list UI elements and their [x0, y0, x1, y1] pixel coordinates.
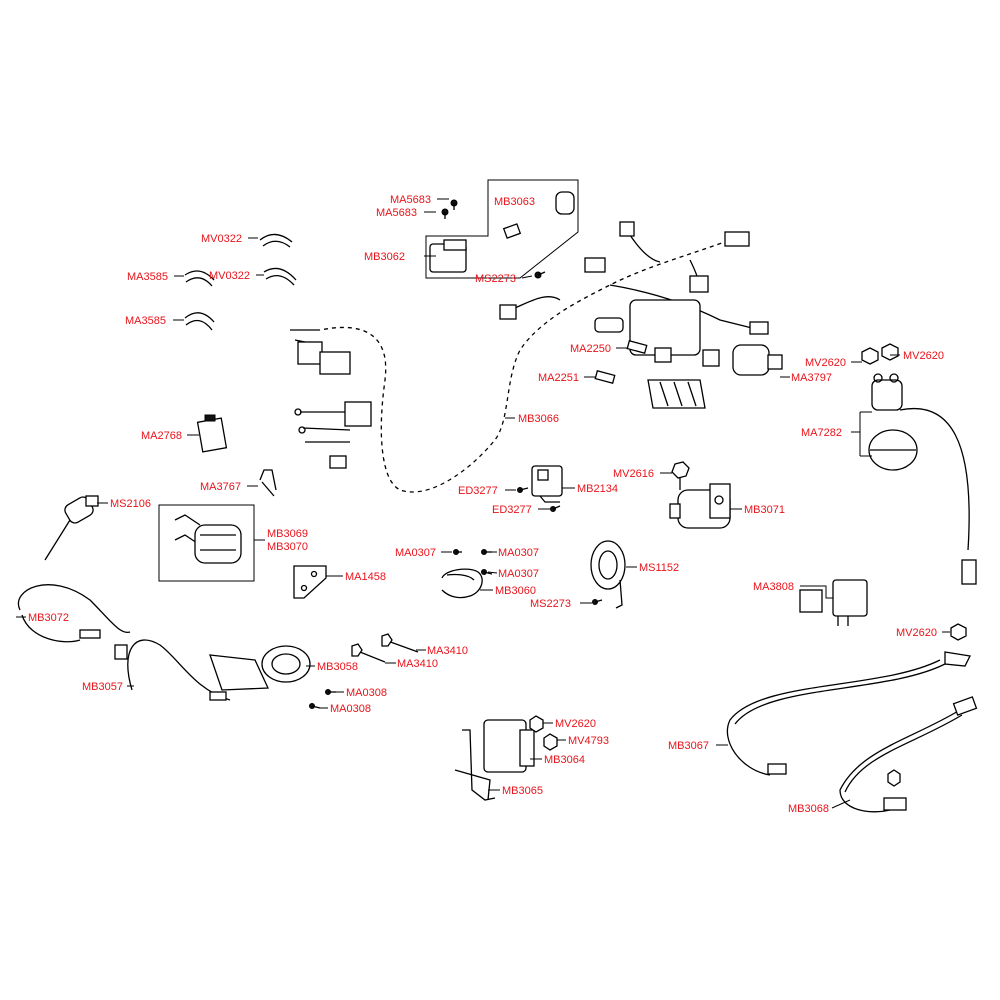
bracket-ma1458-drawing: [293, 565, 327, 599]
label-ma5683-b[interactable]: MA5683: [376, 207, 417, 219]
relay-ma3808-drawing: [799, 579, 868, 626]
bulbs-drawing: [594, 340, 783, 409]
resistor-ma2768-drawing: [196, 414, 228, 453]
label-mv0322-a[interactable]: MV0322: [201, 233, 242, 245]
label-mb3060[interactable]: MB3060: [495, 585, 536, 597]
label-mb3057[interactable]: MB3057: [82, 681, 123, 693]
label-mv2620-c[interactable]: MV2620: [896, 627, 937, 639]
label-ma3808[interactable]: MA3808: [753, 581, 794, 593]
relay-mb3071-drawing: [669, 483, 731, 529]
label-ma3410-b[interactable]: MA3410: [397, 658, 438, 670]
label-mb3063[interactable]: MB3063: [494, 196, 535, 208]
sensor-ms2106-drawing: [44, 495, 99, 561]
label-mb3070[interactable]: MB3070: [267, 541, 308, 553]
screw-ms2273-top-drawing: [534, 271, 546, 279]
label-mv2620-b[interactable]: MV2620: [903, 350, 944, 362]
label-mb3062[interactable]: MB3062: [364, 251, 405, 263]
label-ma3797[interactable]: MA3797: [791, 372, 832, 384]
label-ma3585-a[interactable]: MA3585: [127, 271, 168, 283]
label-mv2620-a[interactable]: MV2620: [805, 357, 846, 369]
screws-ma0307-drawing: [453, 549, 493, 575]
clips-drawing: [184, 233, 297, 331]
label-mv0322-b[interactable]: MV0322: [209, 270, 250, 282]
label-mv4793[interactable]: MV4793: [568, 735, 609, 747]
label-ms1152[interactable]: MS1152: [639, 562, 679, 574]
part-labels: MA5683 MA5683 MB3063 MB3062 MS2273 MV032…: [28, 194, 944, 815]
cdi-mb3058-drawing: [209, 645, 311, 691]
label-mb3071[interactable]: MB3071: [744, 504, 785, 516]
label-mb3068[interactable]: MB3068: [788, 803, 829, 815]
horn-ms1152-drawing: [590, 540, 626, 609]
label-mb3067[interactable]: MB3067: [668, 740, 709, 752]
label-ma0307-c[interactable]: MA0307: [498, 568, 539, 580]
bolts-ma3410-drawing: [351, 633, 419, 663]
label-ma0307-a[interactable]: MA0307: [395, 547, 436, 559]
label-mb3072[interactable]: MB3072: [28, 612, 69, 624]
label-ms2273-mid[interactable]: MS2273: [530, 598, 571, 610]
label-mb3065[interactable]: MB3065: [502, 785, 543, 797]
label-ma2251[interactable]: MA2251: [538, 372, 579, 384]
label-ma0307-b[interactable]: MA0307: [498, 547, 539, 559]
label-mb3058[interactable]: MB3058: [317, 661, 358, 673]
label-ma0308-b[interactable]: MA0308: [330, 703, 371, 715]
switch-mb2134-drawing: [517, 465, 563, 512]
label-ma2250[interactable]: MA2250: [570, 343, 611, 355]
ignition-coil-group-drawing: [425, 179, 579, 279]
label-ma3410-a[interactable]: MA3410: [427, 645, 468, 657]
label-ma1458[interactable]: MA1458: [345, 571, 386, 583]
clamp-ma3767-drawing: [259, 469, 277, 497]
battery-cables-drawing: [726, 651, 978, 813]
regulator-mb3064-drawing: [454, 715, 558, 801]
nut-mv2620-right-drawing: [950, 623, 967, 641]
label-ma7282[interactable]: MA7282: [801, 427, 842, 439]
label-ed3277-b[interactable]: ED3277: [492, 504, 532, 516]
leader-lines: [16, 198, 950, 809]
handlebar-switch-box-drawing: [158, 504, 255, 582]
label-ms2106[interactable]: MS2106: [110, 498, 151, 510]
label-ma2768[interactable]: MA2768: [141, 430, 182, 442]
clamp-mb3060-drawing: [441, 568, 483, 599]
label-mb3069[interactable]: MB3069: [267, 528, 308, 540]
label-ma3767[interactable]: MA3767: [200, 481, 241, 493]
label-ma5683-a[interactable]: MA5683: [390, 194, 431, 206]
bolt-mv2616-drawing: [671, 461, 690, 490]
label-ms2273-top[interactable]: MS2273: [475, 273, 516, 285]
label-mv2620-d[interactable]: MV2620: [555, 718, 596, 730]
label-mb3066[interactable]: MB3066: [518, 413, 559, 425]
label-mb3064[interactable]: MB3064: [544, 754, 585, 766]
cable-mb3057-drawing: [114, 639, 231, 701]
wiring-harness-drawing: [290, 221, 769, 494]
label-ed3277-a[interactable]: ED3277: [458, 485, 498, 497]
cable-mb3072-drawing: [17, 584, 131, 643]
label-mv2616[interactable]: MV2616: [613, 468, 654, 480]
label-mb2134[interactable]: MB2134: [577, 483, 618, 495]
label-ma3585-b[interactable]: MA3585: [125, 315, 166, 327]
starter-relay-drawing: [861, 343, 977, 585]
label-ma0308-a[interactable]: MA0308: [346, 687, 387, 699]
